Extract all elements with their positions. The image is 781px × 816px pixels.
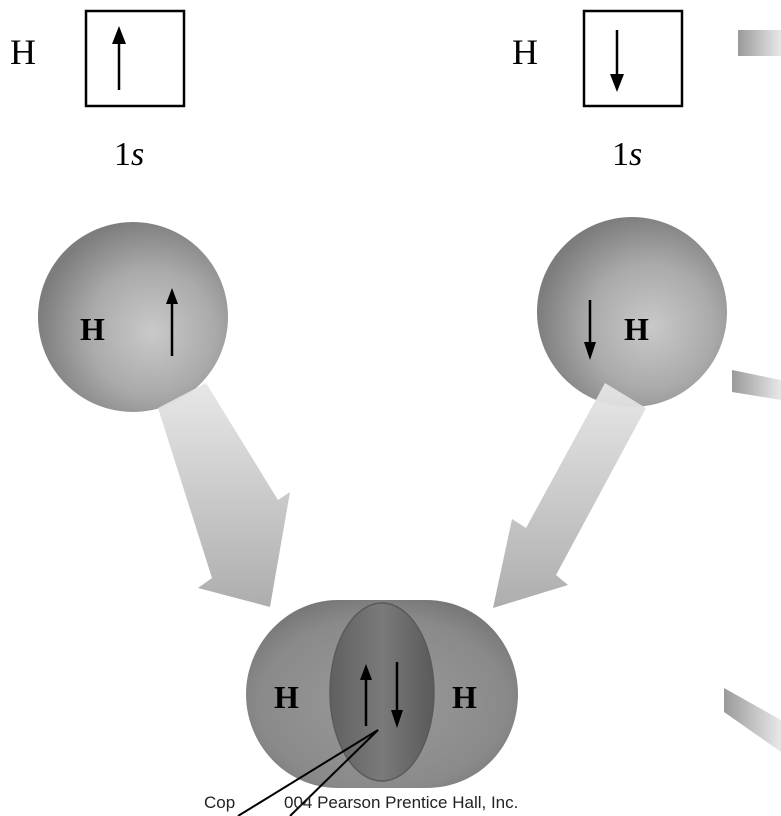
edge-decorations xyxy=(724,30,781,752)
edge-bar-bottom xyxy=(724,688,781,752)
left-orbital-label: 1s xyxy=(114,136,144,173)
bond-overlap-region xyxy=(330,603,434,781)
right-orbital-symbol: H xyxy=(512,32,538,72)
right-sphere xyxy=(537,217,727,407)
edge-bar-middle xyxy=(732,370,781,400)
right-orbital-label: 1s xyxy=(612,136,642,173)
right-merge-arrow xyxy=(493,383,646,608)
right-sphere-spin-down-icon xyxy=(584,300,596,360)
left-atom-sphere: H xyxy=(38,222,228,412)
pointer-line-left xyxy=(237,729,379,816)
right-orbital-box xyxy=(582,9,684,108)
copyright-text: 004 Pearson Prentice Hall, Inc. xyxy=(284,793,518,812)
left-orbital-box xyxy=(84,9,186,108)
right-atom-sphere: H xyxy=(537,217,727,407)
left-sphere xyxy=(38,222,228,412)
bond-spin-up-icon xyxy=(360,664,372,726)
left-orbital-symbol: H xyxy=(10,32,36,72)
edge-bar-top xyxy=(738,30,781,56)
merge-arrows xyxy=(158,383,646,608)
spin-up-arrow-icon xyxy=(112,26,126,90)
h2-molecule: H H xyxy=(246,600,518,788)
bond-spin-down-icon xyxy=(391,662,403,728)
overlap-outline xyxy=(329,602,435,782)
spin-down-arrow-icon xyxy=(610,30,624,92)
molecule-right-symbol: H xyxy=(452,679,477,715)
left-orbital-diagram: H 1s xyxy=(10,9,186,173)
left-sphere-symbol: H xyxy=(80,311,105,347)
overlap-pointer xyxy=(237,729,379,816)
pointer-line-right xyxy=(289,729,379,816)
right-orbital-diagram: H 1s xyxy=(512,9,684,173)
molecule-left-symbol: H xyxy=(274,679,299,715)
copyright-prefix: Cop xyxy=(204,793,235,812)
right-sphere-symbol: H xyxy=(624,311,649,347)
left-sphere-spin-up-icon xyxy=(166,288,178,356)
left-merge-arrow xyxy=(158,383,290,607)
